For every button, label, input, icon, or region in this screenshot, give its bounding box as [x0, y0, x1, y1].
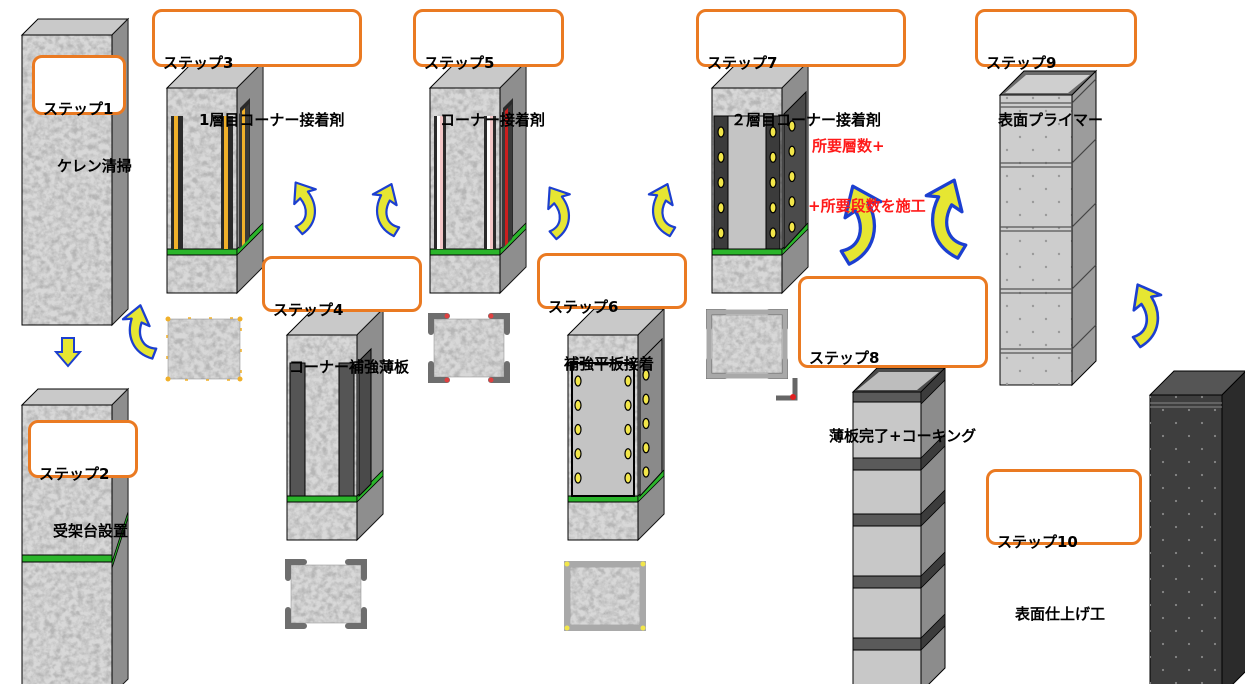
- step6-desc: 補強平板接着: [564, 355, 655, 373]
- down-arrow-icon: [53, 337, 83, 368]
- step7-label: ステップ7 ２層目コーナー接着剤: [696, 9, 906, 129]
- step2-label: ステップ2 受架台設置: [28, 420, 138, 540]
- step5-desc: コーナー接着剤: [440, 111, 546, 129]
- step7-title: ステップ7: [707, 54, 778, 72]
- step10-desc: 表面仕上げ工: [1015, 605, 1106, 623]
- arrow-step2-to-3: [121, 304, 158, 360]
- step3-section: [165, 316, 243, 382]
- step7-desc: ２層目コーナー接着剤: [731, 111, 882, 129]
- step9-desc: 表面プライマー: [998, 111, 1104, 129]
- step3-desc: 1層目コーナー接着剤: [199, 111, 345, 129]
- step4-column: [285, 307, 385, 542]
- note-line1: 所要層数+: [812, 137, 885, 155]
- step8-title: ステップ8: [809, 349, 880, 367]
- arrow-step9-to-10: [1131, 283, 1163, 349]
- step4-label: ステップ4 コーナー補強薄板: [262, 256, 422, 376]
- step6-column: [566, 307, 666, 542]
- arrow-step8-to-9: [924, 178, 968, 260]
- step9-title: ステップ9: [986, 54, 1057, 72]
- arrow-step4-to-5: [371, 183, 401, 238]
- step9-label: ステップ9 表面プライマー: [975, 9, 1137, 129]
- step2-title: ステップ2: [39, 465, 110, 483]
- step10-label: ステップ10 表面仕上げ工: [986, 469, 1142, 623]
- bond-line: [21, 554, 113, 563]
- step10-column: [1148, 370, 1245, 684]
- step10-title: ステップ10: [997, 533, 1078, 551]
- step8-desc: 薄板完了+コーキング: [829, 427, 977, 445]
- step4-title: ステップ4: [273, 301, 344, 319]
- arrow-step7-to-8: [839, 184, 883, 266]
- arrow-step6-to-7: [647, 183, 677, 238]
- step8-column: [851, 366, 947, 684]
- step4-section: [285, 559, 367, 629]
- arrow-step3-to-4: [293, 181, 317, 236]
- step2-desc: 受架台設置: [53, 522, 129, 540]
- step4-desc: コーナー補強薄板: [289, 358, 410, 376]
- step6-section: [564, 561, 646, 631]
- step3-title: ステップ3: [163, 54, 234, 72]
- step8-label: ステップ8 薄板完了+コーキング: [798, 276, 988, 445]
- step3-label: ステップ3 1層目コーナー接着剤: [152, 9, 362, 129]
- step7-section: [706, 309, 798, 401]
- step1-title: ステップ1: [43, 100, 114, 118]
- step6-label: ステップ6 補強平板接着: [537, 253, 687, 373]
- step1-desc: ケレン清掃: [57, 157, 132, 175]
- step9-column: [998, 69, 1098, 387]
- step3-column: [165, 60, 265, 295]
- step5-label: ステップ5 コーナー接着剤: [413, 9, 564, 129]
- layer-note: 所要層数+ +所要段数を施工: [808, 96, 926, 236]
- step7-column: [710, 60, 810, 295]
- step5-section: [428, 313, 510, 383]
- note-line2: +所要段数を施工: [808, 197, 926, 215]
- step5-column: [428, 60, 528, 295]
- step1-label: ステップ1 ケレン清掃: [32, 55, 132, 175]
- step1-column: [20, 17, 130, 327]
- step6-title: ステップ6: [548, 298, 619, 316]
- step5-title: ステップ5: [424, 54, 495, 72]
- arrow-step5-to-6: [547, 186, 571, 241]
